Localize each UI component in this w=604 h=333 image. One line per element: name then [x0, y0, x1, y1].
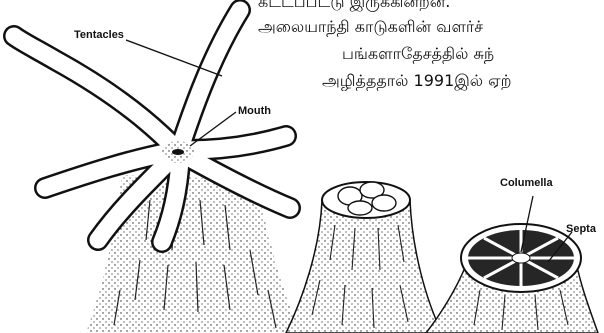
columella-core [512, 253, 530, 263]
mouth-area [162, 141, 194, 163]
columella-label: Columella [500, 177, 553, 189]
septa-label: Septa [566, 223, 597, 235]
tentacles-label: Tentacles [74, 29, 124, 41]
retracted-polyp [286, 182, 442, 333]
mouth-label: Mouth [238, 105, 271, 117]
corallite-cup [426, 224, 598, 333]
